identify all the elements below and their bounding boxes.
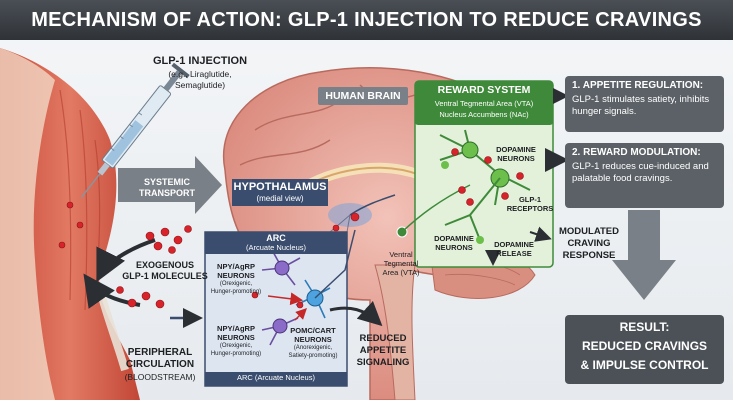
glp1-molecule xyxy=(173,235,183,245)
appetite-regulation-box xyxy=(565,76,724,132)
npy1-desc2: Hunger-promoting) xyxy=(210,289,262,295)
glp1-molecule xyxy=(76,221,84,229)
dopamine-bottom-line1: DOPAMINE xyxy=(434,234,474,243)
step1-body: GLP-1 stimulates satiety, inhibits hunge… xyxy=(572,94,710,117)
step1-heading: 1. APPETITE REGULATION: xyxy=(572,80,704,91)
dopamine-release-line1: DOPAMINE xyxy=(494,240,534,249)
page-title: MECHANISM OF ACTION: GLP-1 INJECTION TO … xyxy=(31,9,702,31)
dopamine-top-line1: DOPAMINE xyxy=(496,145,536,154)
npy2-line1: NPY/AgRP xyxy=(217,324,255,333)
npy1-desc1: (Orexigenic, xyxy=(219,281,253,287)
arc-header xyxy=(205,232,347,254)
exogenous-label-line1: EXOGENOUS xyxy=(135,260,194,270)
pomc-line2: NEURONS xyxy=(294,335,332,344)
glp1-molecule xyxy=(66,201,74,209)
vta-line2: Tegmental xyxy=(383,259,419,268)
glp1-molecule xyxy=(484,156,492,164)
systemic-label-line2: TRANSPORT xyxy=(139,188,195,198)
glp1-molecule xyxy=(458,186,466,194)
title-bar xyxy=(0,0,733,40)
npy2-line2: NEURONS xyxy=(217,333,255,342)
step2-body: GLP-1 reduces cue-induced and palatable … xyxy=(572,161,709,184)
glp1-molecule xyxy=(296,301,304,309)
hypothalamus-sub: (medial view) xyxy=(232,194,328,206)
dopamine-neuron-network xyxy=(439,129,531,244)
arc-footer: ARC (Arcuate Nucleus) xyxy=(237,373,315,382)
syringe-icon xyxy=(80,62,190,198)
hypothalamus-heading: HYPOTHALAMUS xyxy=(232,179,328,194)
reward-sub1: Ventral Tegmental Area (VTA) xyxy=(434,99,534,108)
npy1-line2: NEURONS xyxy=(217,271,255,280)
glp1-molecule xyxy=(145,231,155,241)
glp1-molecule xyxy=(155,299,165,309)
modulated-line1: MODULATED xyxy=(559,226,619,237)
injection-sub-line2: Semaglutide) xyxy=(174,80,226,90)
glp1-molecule xyxy=(153,241,163,251)
brain-label: HUMAN BRAIN xyxy=(318,87,408,105)
arc-neurons xyxy=(261,229,356,346)
peripheral-label-line1: PERIPHERAL xyxy=(127,347,193,358)
glp1-molecule xyxy=(350,212,360,222)
pomc-line1: POMC/CART xyxy=(290,326,336,335)
vta-line3: Area (VTA) xyxy=(382,268,420,277)
reward-modulation-box xyxy=(565,143,724,208)
glp1-molecule xyxy=(58,241,66,249)
transport-curve-arrow-upper xyxy=(96,238,156,283)
glp1-molecule xyxy=(127,298,137,308)
injection-heading: GLP-1 INJECTION xyxy=(152,55,248,67)
step2-heading: 2. REWARD MODULATION: xyxy=(572,147,701,158)
peripheral-label-line3: (BLOODSTREAM) xyxy=(124,372,196,382)
glp1-molecule xyxy=(516,172,524,180)
injection-sub-line1: (e.g., Liraglutide, xyxy=(168,69,232,79)
flow-to-result-arrow xyxy=(612,210,676,300)
reduced-appetite-line3: SIGNALING xyxy=(356,357,410,368)
vta-line1: Ventral xyxy=(389,250,413,259)
glp1-molecule xyxy=(168,246,176,254)
arc-footer-bar xyxy=(205,372,347,386)
exogenous-label-line2: GLP-1 MOLECULES xyxy=(122,271,208,281)
glp1-molecule xyxy=(116,286,124,294)
reduced-appetite-line2: APPETITE xyxy=(359,345,407,356)
reward-sub2: Nucleus Accumbens (NAc) xyxy=(439,110,529,119)
arc-sub: (Arcuate Nucleus) xyxy=(245,243,307,252)
modulated-line3: RESPONSE xyxy=(562,250,616,261)
npy2-desc1: (Orexigenic, xyxy=(219,343,253,349)
glp1-molecule xyxy=(184,225,192,233)
glp1-molecule xyxy=(160,227,170,237)
npy1-line1: NPY/AgRP xyxy=(217,262,255,271)
result-line2: REDUCED CRAVINGS xyxy=(581,339,708,353)
glp1-receptors-line1: GLP-1 xyxy=(518,195,542,204)
glp1-molecule xyxy=(141,291,151,301)
dopamine-release-line2: RELEASE xyxy=(496,249,532,258)
glp1-molecule xyxy=(466,198,474,206)
pomc-desc2: Satiety-promoting) xyxy=(288,353,338,359)
glp1-molecule xyxy=(501,192,509,200)
reduced-appetite-line1: REDUCED xyxy=(359,333,407,344)
reward-heading: REWARD SYSTEM xyxy=(437,84,531,96)
glp1-receptors-line2: RECEPTORS xyxy=(506,204,554,213)
glp1-molecule xyxy=(251,291,259,299)
glp1-molecule xyxy=(332,224,340,232)
result-line1: RESULT: xyxy=(619,320,670,334)
dopamine-top-line2: NEURONS xyxy=(497,154,535,163)
npy2-desc2: Hunger-promoting) xyxy=(210,351,262,357)
modulated-line2: CRAVING xyxy=(567,238,611,249)
peripheral-label-line2: CIRCULATION xyxy=(125,359,195,370)
leg-muscle-illustration xyxy=(0,48,140,400)
reward-header xyxy=(415,81,553,125)
result-line3: & IMPULSE CONTROL xyxy=(580,358,709,372)
systemic-transport-arrow xyxy=(118,156,222,214)
glp1-molecule xyxy=(451,148,459,156)
arc-heading: ARC xyxy=(266,233,286,243)
pomc-desc1: (Anorexigenic, xyxy=(293,345,333,351)
systemic-label-line1: SYSTEMIC xyxy=(143,177,190,187)
reduced-appetite-arrow xyxy=(329,300,383,327)
result-box xyxy=(565,315,724,384)
dopamine-bottom-line2: NEURONS xyxy=(435,243,473,252)
